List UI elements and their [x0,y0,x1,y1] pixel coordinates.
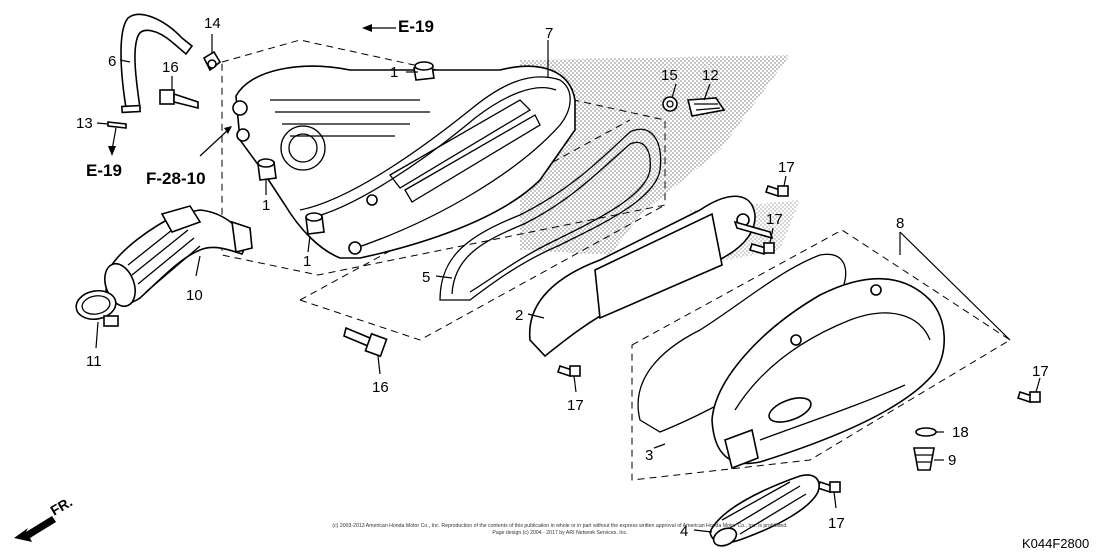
screw-17-lower-left [556,364,581,378]
screw-17-bottom [816,480,841,494]
front-direction-indicator: FR. [14,493,75,542]
ref-e19-top: E-19 [398,17,434,36]
callout-3: 3 [645,447,653,464]
ref-arrow-top-icon [362,24,372,32]
callout-18: 18 [952,424,969,441]
callout-14: 14 [204,15,221,32]
callout-numbers: 6 14 13 16 1 1 1 7 15 12 17 17 8 5 2 10 … [76,15,1049,540]
air-cleaner-cover [711,277,945,470]
callout-10: 10 [186,287,203,304]
drain-plug [913,447,935,471]
copyright-line-2: Page design (c) 2004 - 2017 by ARI Netwo… [492,530,627,536]
callout-16-upper: 16 [162,59,179,76]
flange-bolt-lower [343,326,388,358]
group-outline-cover [631,229,1011,481]
callout-7: 7 [545,25,553,42]
grommet-middle [257,158,277,181]
front-arrow-icon [14,516,56,542]
ref-e19-left: E-19 [86,161,122,180]
diagram-code: K044F2800 [1022,536,1089,551]
hose-clip [202,50,222,72]
callout-1-top: 1 [390,64,398,81]
ref-arrow-f2810-icon [224,126,232,134]
callout-17-upper: 17 [778,159,795,176]
housing-louvers [389,99,541,203]
housing-seal [439,128,662,301]
leader-lines [95,27,1041,533]
intake-duct [709,474,820,547]
group-outline-lower-housing [299,119,666,341]
ref-f2810: F-28-10 [146,169,206,188]
callout-1-middle: 1 [262,197,270,214]
callout-12: 12 [702,67,719,84]
connecting-tube [104,205,253,308]
flange-bolt-upper [159,89,199,110]
small-clip [107,121,127,129]
grommet-lower [305,212,325,235]
callout-15: 15 [661,67,678,84]
housing-seal-inner [451,141,651,295]
callout-17-middle: 17 [766,211,783,228]
callout-8: 8 [896,215,904,232]
callout-5: 5 [422,269,430,286]
callout-13: 13 [76,115,93,132]
ref-arrow-left-icon [108,146,116,156]
air-cleaner-element [528,195,774,358]
screw-17-middle [748,242,775,255]
callout-4: 4 [680,523,688,540]
air-cleaner-housing [232,65,576,259]
drain-clip [662,96,678,112]
callout-17-right: 17 [1032,363,1049,380]
breather-hose [120,13,194,114]
drain-tube [686,97,726,117]
copyright-line-1: (c) 2003-2013 American Honda Motor Co., … [332,523,787,529]
grommet-top [413,61,435,81]
tube-band [75,289,119,327]
plug-clip [915,427,937,437]
callout-17-bottom: 17 [828,515,845,532]
callout-17-lower-left: 17 [567,397,584,414]
callout-6: 6 [108,53,116,70]
screw-17-upper [764,184,789,198]
screw-17-right [1016,390,1041,404]
copyright-block: (c) 2003-2013 American Honda Motor Co., … [332,523,787,536]
callout-11: 11 [86,353,102,370]
callout-2: 2 [515,307,523,324]
reference-labels: E-19 E-19 F-28-10 [86,17,434,188]
callout-9: 9 [948,452,956,469]
front-label: FR. [48,493,76,518]
callout-1-lower: 1 [303,253,311,270]
callout-16-lower: 16 [372,379,389,396]
